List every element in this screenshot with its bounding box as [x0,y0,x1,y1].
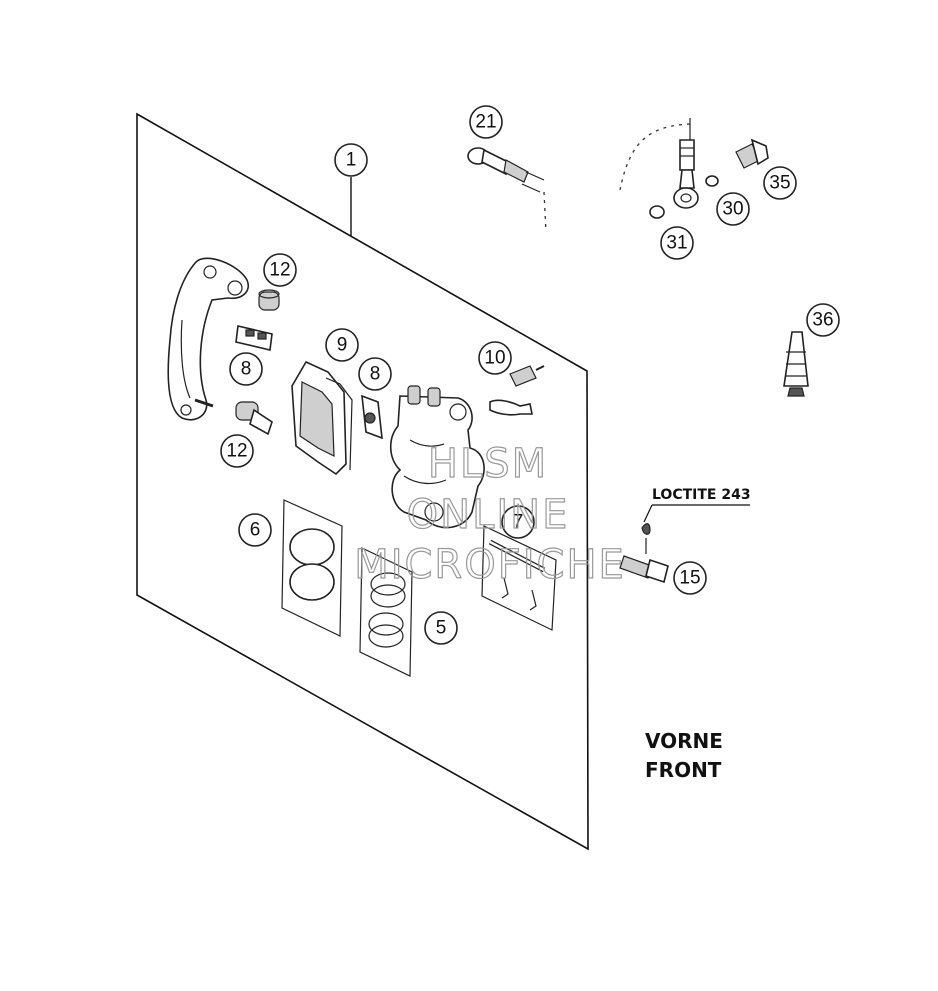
banjo-bolt [735,138,769,169]
callout-35: 35 [763,166,797,200]
svg-text:12: 12 [269,260,290,281]
assembly-panel [136,112,589,851]
seal-rings [359,547,413,677]
direction-label-front: FRONT [645,758,722,782]
pin-kit [481,525,557,631]
slide-pin [235,401,273,436]
svg-text:9: 9 [337,335,348,356]
svg-text:12: 12 [226,441,247,462]
pad-spring-left [235,325,273,351]
callout-12-bottom: 12 [220,434,254,468]
callout-5: 5 [424,611,458,645]
svg-text:15: 15 [679,568,700,589]
banjo-hose-assembly [619,118,699,209]
caliper-bracket [167,257,249,421]
brake-hose-fitting [467,147,547,233]
bleed-cap [783,331,809,397]
svg-text:35: 35 [769,173,790,194]
svg-text:8: 8 [370,364,381,385]
svg-text:1: 1 [346,150,357,171]
callout-6: 6 [238,513,272,547]
watermark-line-3: MICROFICHE [354,542,626,588]
callout-8-right: 8 [358,357,392,391]
svg-text:21: 21 [475,112,496,133]
callout-31: 31 [660,226,694,260]
svg-text:6: 6 [250,520,261,541]
rubber-boot-top [258,289,280,311]
callout-21: 21 [469,105,503,139]
watermark-line-1: HLSM [428,441,548,487]
svg-text:5: 5 [436,618,447,639]
callout-36: 36 [806,303,840,337]
direction-label-vorne: VORNE [645,729,723,753]
caliper-bolt [619,523,669,584]
caliper-housing [389,385,485,529]
callout-9: 9 [325,328,359,362]
washer-31 [649,205,665,219]
watermark-line-2: ONLINE [407,492,570,538]
callout-30: 30 [716,192,750,226]
svg-text:7: 7 [513,512,524,533]
callout-1: 1 [334,143,368,177]
svg-text:31: 31 [666,233,687,254]
callout-8-left: 8 [229,352,263,386]
callout-10: 10 [478,341,512,375]
callout-12-top: 12 [263,253,297,287]
brake-pads [291,360,353,476]
svg-text:36: 36 [812,310,833,331]
washer-30 [705,175,719,187]
piston-set [281,499,343,637]
bleed-valve [489,365,545,416]
svg-text:8: 8 [241,359,252,380]
svg-text:30: 30 [722,199,743,220]
svg-text:10: 10 [484,348,505,369]
pad-spring-right [361,394,383,440]
callout-7: 7 [501,505,535,539]
loctite-label: LOCTITE 243 [652,487,751,503]
loctite-leader-down [643,504,653,523]
callout-15: 15 [673,561,707,595]
